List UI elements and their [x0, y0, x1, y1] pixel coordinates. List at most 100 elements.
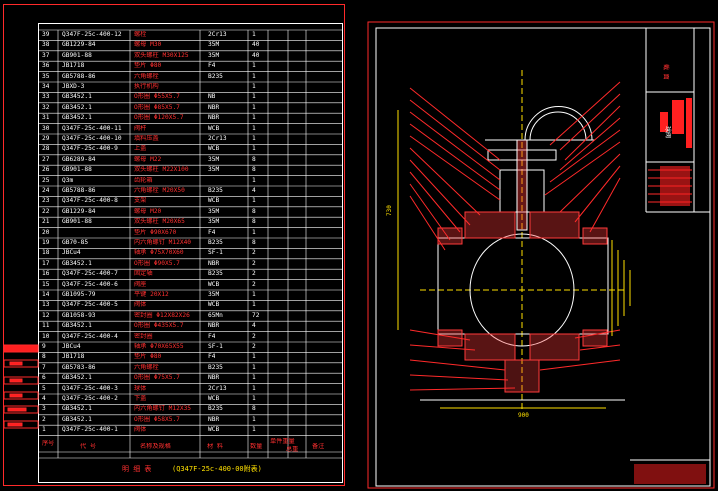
bom-row-no: 25	[42, 176, 50, 184]
bom-header-remark: 备注	[312, 443, 325, 450]
bom-row-qty: 1	[252, 31, 256, 38]
bom-row-code: GB3452.1	[62, 405, 92, 413]
bom-row-no: 21	[42, 218, 50, 226]
bom-row-name: 球体	[134, 384, 147, 392]
bom-row-name: 阀杆	[134, 124, 147, 132]
bom-row-qty: 1	[252, 395, 256, 402]
bom-row-name: 六角螺栓	[134, 72, 159, 80]
bom-row-name: 固定轴	[134, 270, 153, 278]
bom-row-no: 15	[42, 280, 50, 288]
bom-row-qty: 1	[252, 145, 256, 153]
bom-row-name: 螺母 M20	[134, 207, 162, 215]
bom-row-qty: 1	[252, 62, 256, 70]
bom-row-no: 3	[42, 405, 46, 413]
bom-row-no: 6	[42, 374, 46, 382]
bom-row-code: GB901-88	[62, 218, 92, 226]
bom-row-material: B235	[208, 239, 223, 246]
bom-row-no: 29	[42, 135, 50, 142]
bom-row-no: 30	[42, 124, 50, 132]
bom-row-no: 31	[42, 114, 50, 122]
bom-row-no: 16	[42, 270, 50, 278]
bom-row-no: 26	[42, 166, 50, 174]
drawing-inner-frame	[375, 27, 711, 487]
bom-row-material: WCB	[208, 145, 220, 153]
bom-row-code: GB70-85	[62, 239, 89, 246]
bom-row-no: 7	[42, 363, 46, 371]
bom-row-qty: 1	[252, 353, 256, 361]
bom-header-material: 材 料	[207, 443, 224, 450]
bom-row-name: 内六角螺钉 M12X40	[134, 239, 192, 246]
bom-row-qty: 1	[252, 415, 256, 423]
bom-row-qty: 1	[252, 374, 256, 382]
bom-row-material: 65Mn	[208, 311, 223, 319]
bom-row-name: 平键 20X12	[134, 291, 169, 298]
bom-row-material: WCB	[208, 280, 220, 288]
bom-drawing-ref: (Q347F-25c-400-00附表)	[172, 465, 262, 473]
bom-row-code: JB1718	[62, 353, 85, 361]
bom-row-code: Q347F-25c-400-2	[62, 395, 118, 402]
bom-row-material: F4	[208, 353, 216, 361]
bom-row-material: WCB	[208, 426, 220, 434]
bom-row-material: 35M	[208, 207, 220, 215]
bom-row-name: 垫片 Φ80	[134, 62, 162, 70]
bom-row-material: F4	[208, 62, 216, 70]
bom-row-qty: 8	[252, 239, 256, 246]
bom-row-qty: 1	[252, 363, 256, 371]
bom-row-qty: 1	[252, 426, 256, 434]
bom-row-material: 2Cr13	[208, 135, 227, 142]
bom-row-material: B235	[208, 187, 223, 194]
bom-row-code: GB901-88	[62, 166, 92, 174]
bom-row-qty: 40	[252, 41, 260, 49]
bom-row-code: GB5788-86	[62, 72, 96, 80]
bom-row-code: JB1718	[62, 62, 85, 70]
dim-left-label: 730	[386, 205, 393, 216]
bom-row-material: F4	[208, 228, 216, 236]
bom-row-name: 密封圈	[134, 332, 153, 340]
bom-row-qty: 1	[252, 384, 256, 392]
bom-row-no: 2	[42, 415, 46, 423]
bom-row-material: 35M	[208, 51, 220, 59]
bom-row-no: 11	[42, 322, 50, 330]
bom-row-material: 35M	[208, 218, 220, 226]
bom-row-qty: 1	[252, 124, 256, 132]
bom-row-code: JBXD-3	[62, 83, 85, 90]
bom-row-no: 13	[42, 301, 50, 309]
bom-row-qty: 1	[252, 197, 256, 205]
bom-sheet-frame	[3, 4, 345, 486]
bom-row-name: 阀座	[134, 280, 147, 288]
bom-row-no: 9	[42, 343, 46, 350]
bom-row-no: 5	[42, 384, 46, 392]
bom-row-qty: 1	[252, 72, 256, 80]
bom-row-material: 35M	[208, 41, 220, 49]
bom-row-qty: 2	[252, 259, 256, 267]
bom-row-no: 8	[42, 353, 46, 361]
bom-header-name: 名称及规格	[140, 443, 171, 450]
bom-row-material: F4	[208, 332, 216, 340]
bom-row-name: 填料压盖	[134, 135, 159, 142]
bom-row-name: 垫片 Φ90X670	[134, 228, 177, 236]
bom-row-qty: 1	[252, 176, 256, 184]
bom-row-code: Q347F-25c-400-5	[62, 301, 118, 309]
bom-row-code: Q347F-25c-400-9	[62, 145, 118, 153]
bom-row-qty: 72	[252, 311, 260, 319]
bom-row-material: NB	[208, 93, 216, 101]
bom-row-material: B235	[208, 405, 223, 413]
bom-row-no: 10	[42, 332, 50, 340]
bom-row-name: O形圈 Φ55X5.7	[134, 93, 180, 101]
title-block-label-b: 球阀	[664, 126, 672, 138]
bom-row-qty: 4	[252, 322, 256, 330]
bom-row-material: B235	[208, 270, 223, 278]
bom-row-no: 24	[42, 187, 50, 194]
bom-row-material: NBR	[208, 103, 220, 111]
bom-row-material: WCB	[208, 197, 220, 205]
bom-row-qty: 1	[252, 301, 256, 309]
bom-row-qty: 8	[252, 207, 256, 215]
bom-row-name: 六角螺栓	[134, 363, 159, 371]
bom-row-code: GB1058-93	[62, 311, 96, 319]
bom-row-qty: 1	[252, 114, 256, 122]
bom-row-qty: 4	[252, 187, 256, 194]
bom-row-qty: 8	[252, 405, 256, 413]
bom-row-no: 12	[42, 311, 50, 319]
bom-row-code: GB3452.1	[62, 103, 92, 111]
